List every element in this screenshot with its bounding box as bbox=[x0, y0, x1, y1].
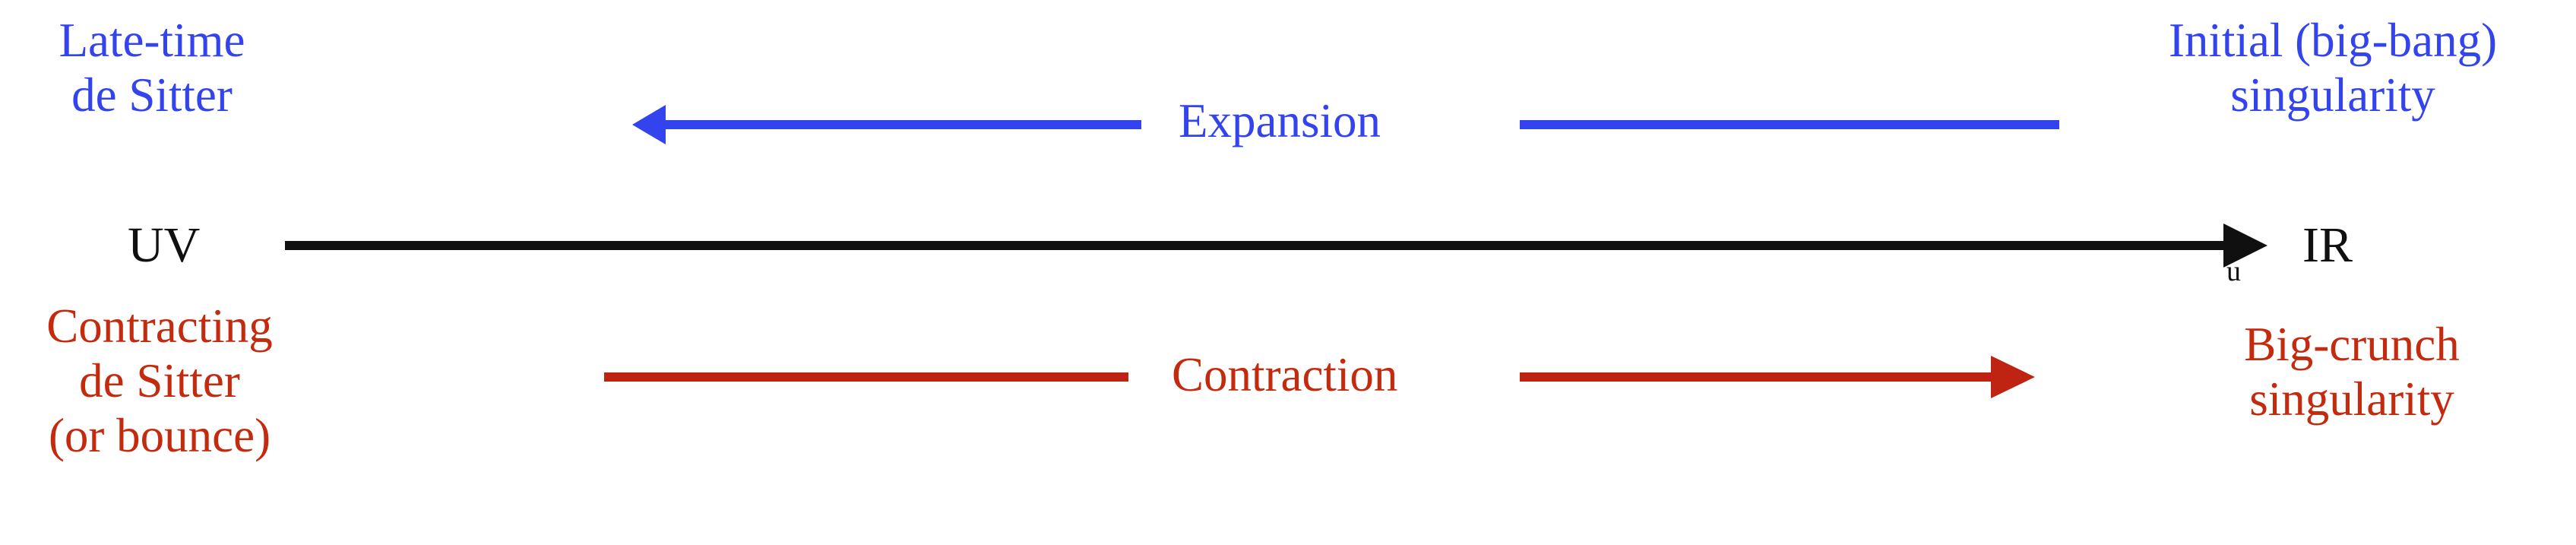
expansion-arrow-shaft-left bbox=[663, 120, 1141, 129]
initial-big-bang-singularity-label: Initial (big-bang) singularity bbox=[2097, 14, 2568, 123]
uv-label: UV bbox=[128, 217, 201, 273]
bigcrunch-line-2: singularity bbox=[2249, 372, 2454, 426]
rg-axis-group bbox=[285, 223, 2267, 268]
contraction-arrow-shaft-right bbox=[1520, 372, 1995, 382]
late-time-de-sitter-label: Late-time de Sitter bbox=[8, 14, 296, 123]
contracting-de-sitter-label: Contracting de Sitter (or bounce) bbox=[0, 299, 319, 463]
bigcrunch-line-1: Big-crunch bbox=[2244, 318, 2460, 371]
expansion-arrowhead-icon bbox=[632, 105, 666, 144]
contracting-line-1: Contracting bbox=[46, 299, 273, 353]
expansion-label: Expansion bbox=[1179, 94, 1381, 147]
contracting-line-3: (or bounce) bbox=[48, 408, 271, 462]
contracting-line-2: de Sitter bbox=[79, 353, 240, 407]
expansion-arrow-group bbox=[632, 105, 2059, 144]
rg-axis-line bbox=[285, 241, 2226, 250]
initial-line-2: singularity bbox=[2230, 68, 2435, 122]
late-time-line-1: Late-time bbox=[59, 14, 245, 67]
contraction-arrow-group bbox=[604, 356, 2035, 398]
initial-line-1: Initial (big-bang) bbox=[2168, 14, 2498, 67]
big-crunch-singularity-label: Big-crunch singularity bbox=[2135, 318, 2568, 427]
late-time-line-2: de Sitter bbox=[71, 68, 233, 122]
contraction-arrowhead-icon bbox=[1991, 356, 2035, 398]
expansion-arrow-shaft-right bbox=[1520, 120, 2059, 129]
ir-label: IR bbox=[2302, 217, 2353, 273]
axis-variable-u-label: u bbox=[2226, 255, 2241, 287]
contraction-arrow-shaft-left bbox=[604, 372, 1128, 382]
contraction-label: Contraction bbox=[1172, 348, 1398, 401]
rg-axis-arrowhead-icon bbox=[2223, 223, 2267, 268]
